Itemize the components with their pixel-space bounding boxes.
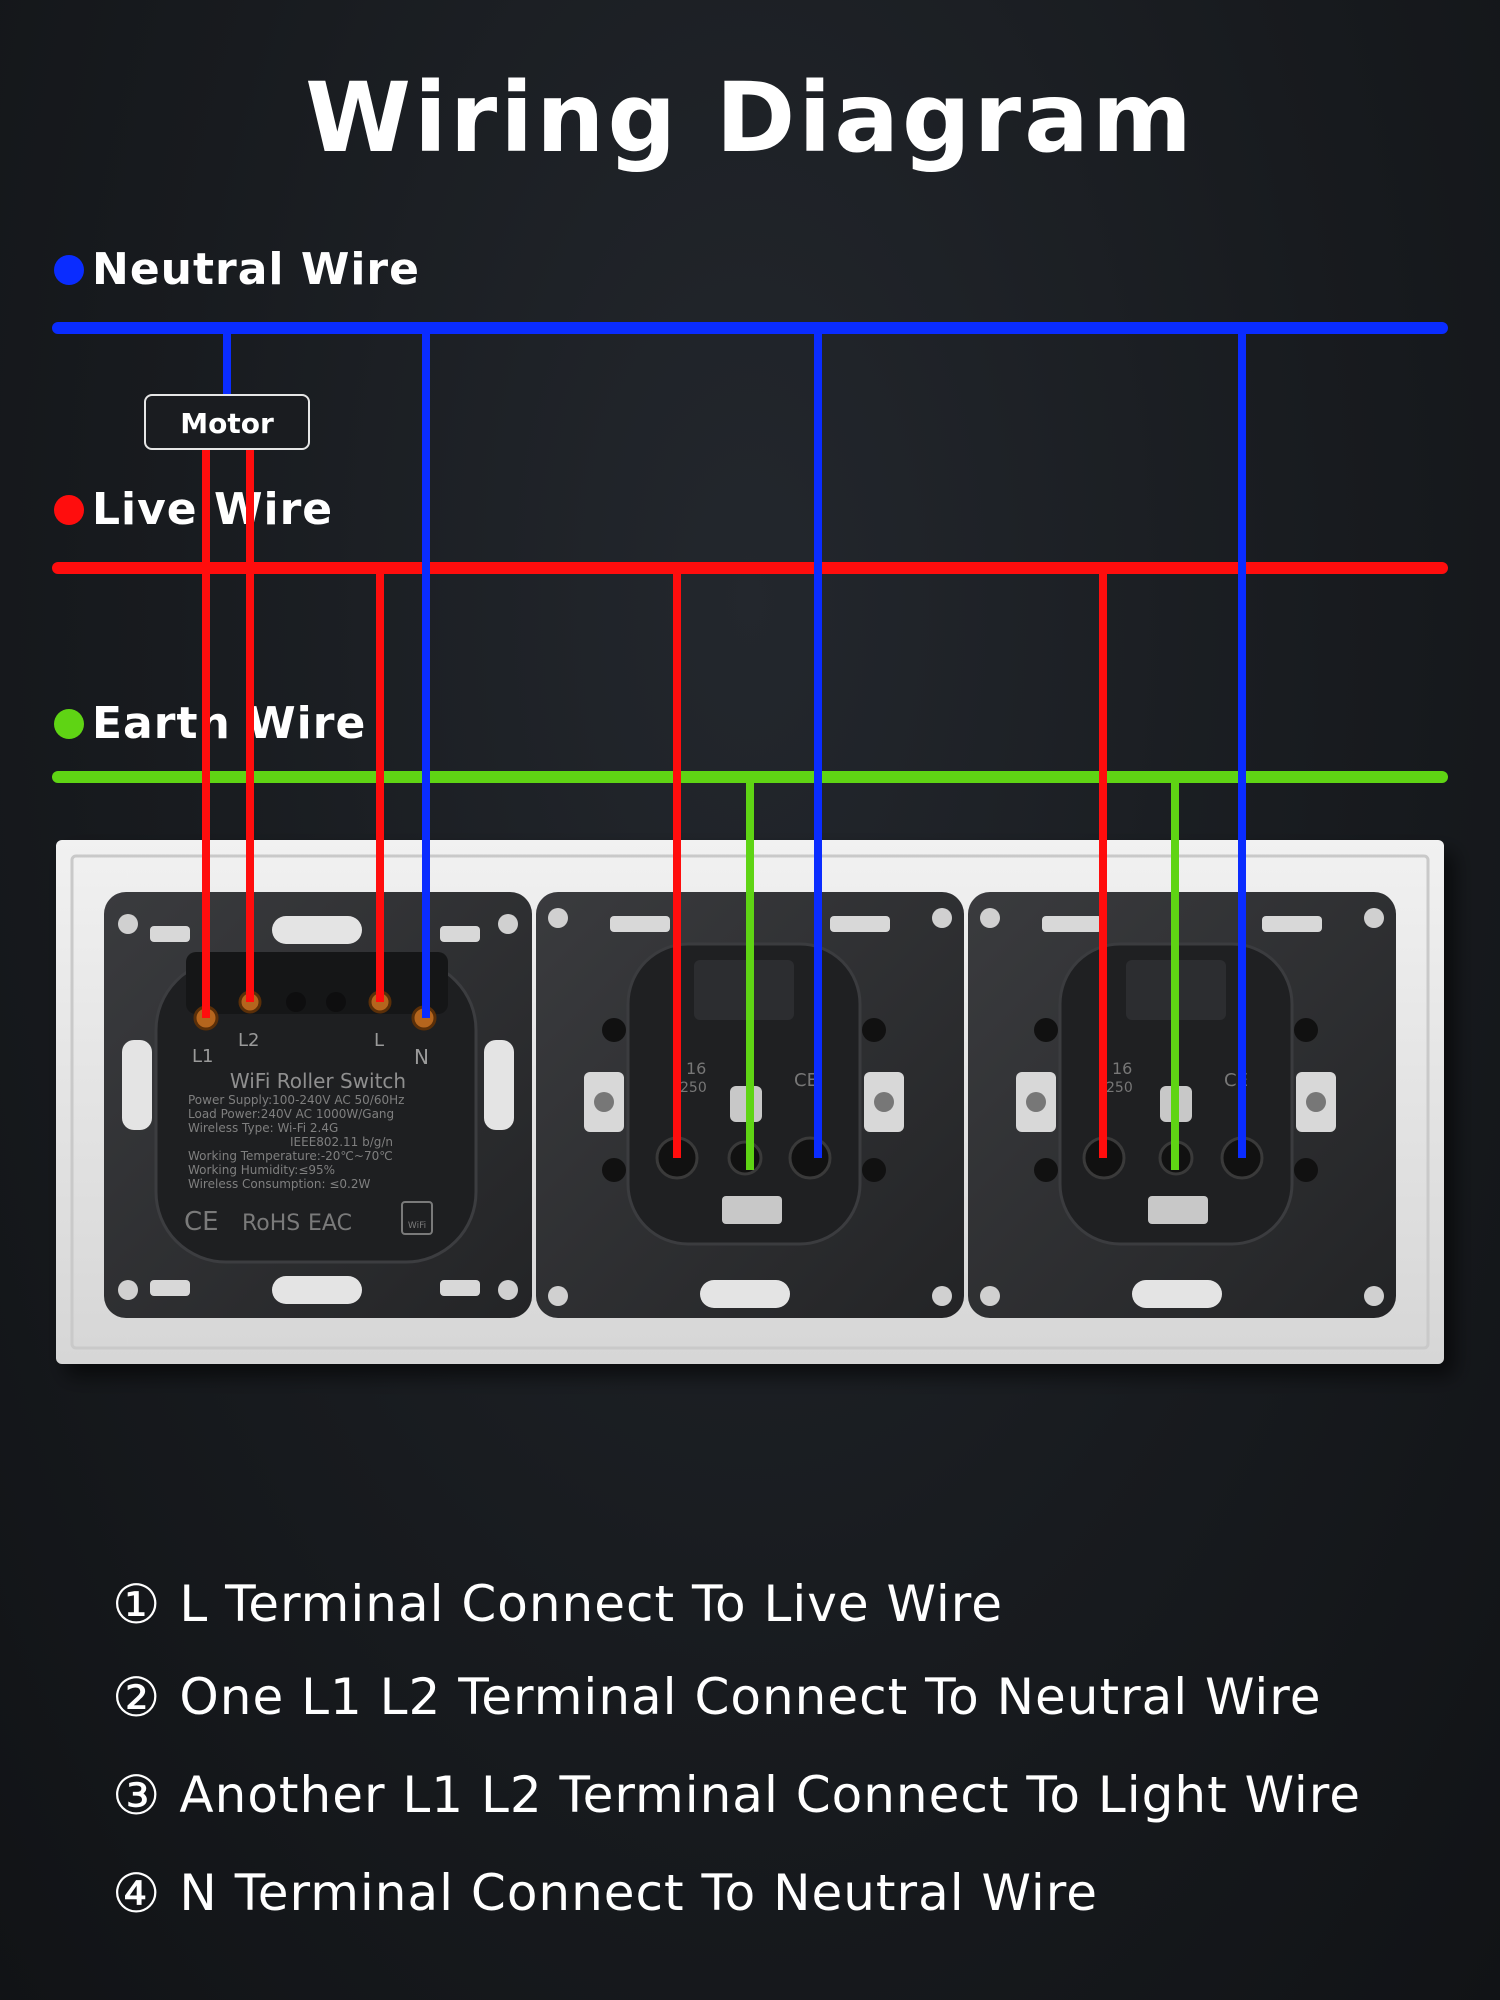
svg-text:250: 250 — [1106, 1080, 1133, 1096]
terminal-blank-1 — [286, 992, 306, 1012]
svg-text:Wireless Consumption: ≤0.2W: Wireless Consumption: ≤0.2W — [188, 1177, 370, 1191]
svg-text:EAC: EAC — [308, 1211, 352, 1236]
svg-text:WiFi: WiFi — [408, 1221, 426, 1231]
svg-text:Working Temperature:-20℃~70℃: Working Temperature:-20℃~70℃ — [188, 1149, 393, 1163]
live-dot-icon — [54, 494, 84, 525]
switch-name: WiFi Roller Switch — [230, 1069, 406, 1093]
terminal-label-n: N — [414, 1045, 429, 1069]
neutral-wire-text: Neutral Wire — [92, 244, 420, 295]
svg-text:RoHS: RoHS — [242, 1211, 300, 1236]
terminal-label-l2: L2 — [238, 1030, 259, 1051]
neutral-wire-label: Neutral Wire — [54, 244, 420, 295]
earth-wire-label: Earth Wire — [54, 698, 366, 749]
terminal-label-l1: L1 — [192, 1046, 213, 1067]
svg-text:Load Power:240V AC 1000W/Gang: Load Power:240V AC 1000W/Gang — [188, 1107, 394, 1121]
motor-box: Motor — [144, 394, 310, 450]
socket-module-2: 16 250 CE — [968, 892, 1396, 1318]
neutral-dot-icon — [54, 254, 84, 285]
switch-cert-marks: CE RoHS EAC WiFi — [184, 1201, 433, 1237]
live-wire-text: Live Wire — [92, 484, 334, 535]
page-title: Wiring Diagram — [305, 62, 1195, 174]
svg-text:CE: CE — [184, 1207, 219, 1237]
instruction-item-1: ① L Terminal Connect To Live Wire — [112, 1572, 1003, 1636]
svg-text:16: 16 — [1112, 1059, 1132, 1078]
instruction-item-3: ③ Another L1 L2 Terminal Connect To Ligh… — [112, 1763, 1362, 1827]
svg-text:Wireless Type: Wi-Fi 2.4G: Wireless Type: Wi-Fi 2.4G — [188, 1121, 338, 1135]
instruction-item-2: ② One L1 L2 Terminal Connect To Neutral … — [112, 1665, 1322, 1729]
earth-wire-text: Earth Wire — [92, 698, 367, 749]
svg-text:Power Supply:100-240V AC 50/60: Power Supply:100-240V AC 50/60Hz — [188, 1093, 404, 1107]
svg-text:Working Humidity:≤95%: Working Humidity:≤95% — [188, 1163, 335, 1177]
terminal-blank-2 — [326, 992, 346, 1012]
switch-specs: Power Supply:100-240V AC 50/60Hz Load Po… — [188, 1093, 404, 1191]
earth-dot-icon — [54, 708, 84, 739]
svg-text:250: 250 — [680, 1080, 707, 1096]
instruction-item-4: ④ N Terminal Connect To Neutral Wire — [112, 1861, 1098, 1925]
svg-text:CE: CE — [794, 1070, 818, 1091]
svg-text:IEEE802.11 b/g/n: IEEE802.11 b/g/n — [290, 1135, 393, 1149]
instructions-list: ① L Terminal Connect To Live Wire ② One … — [112, 1560, 1361, 1942]
svg-text:16: 16 — [686, 1059, 706, 1078]
live-wire-label: Live Wire — [54, 484, 333, 535]
terminal-label-l: L — [374, 1030, 384, 1051]
switch-terminal-block — [186, 952, 448, 1014]
